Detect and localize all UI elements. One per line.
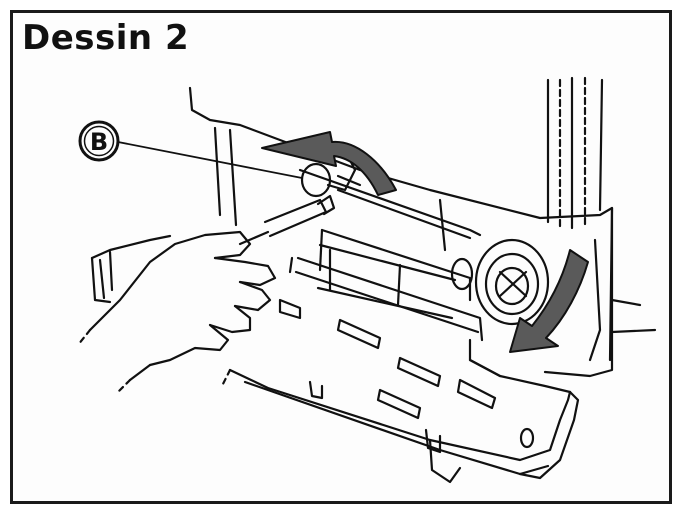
screwdriver: [238, 194, 336, 246]
rotation-arrow-top: [261, 131, 397, 196]
door-flap: [220, 318, 580, 484]
panel-opening: [213, 126, 482, 302]
figure-title: Dessin 2: [22, 18, 190, 58]
round-hatch: [474, 238, 550, 326]
figure-frame: [10, 10, 672, 504]
cabinet-outline: [188, 76, 657, 378]
screw-b: [300, 158, 362, 198]
rail-bar: [278, 256, 484, 342]
callout-b-label: B: [90, 128, 108, 156]
side-panel: [90, 234, 172, 304]
callout-leader-line: [117, 141, 303, 179]
hand: [76, 230, 277, 394]
filter-cylinder: [316, 243, 474, 320]
callout-b: B: [78, 120, 120, 162]
rotation-arrow-right: [509, 249, 589, 353]
